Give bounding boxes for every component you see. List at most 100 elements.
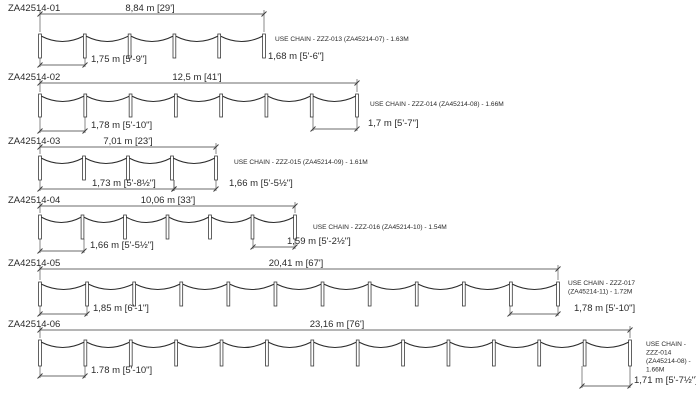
stanchion-post xyxy=(174,93,178,118)
stanchion-post xyxy=(172,33,177,59)
chain-segment xyxy=(134,283,181,291)
total-length-label: 20,41 m [67'] xyxy=(269,258,324,269)
end-spacing-label: 1,59 m [5'-2½"] xyxy=(287,236,351,247)
stanchion-post xyxy=(165,214,170,240)
dimension-tick xyxy=(37,248,43,254)
stanchion-post xyxy=(628,339,632,367)
chain-segment xyxy=(403,341,448,349)
chain-segment xyxy=(221,95,266,103)
chain-segment xyxy=(539,341,584,349)
stanchion-post xyxy=(492,339,496,367)
chain-segment xyxy=(229,283,275,291)
stanchion-post xyxy=(38,155,42,181)
chain-segment xyxy=(125,216,167,224)
total-length-dimension: 23,16 m [76'] xyxy=(37,319,633,338)
dimension-tick xyxy=(555,311,561,317)
total-length-dimension: 8,84 m [29'] xyxy=(37,3,267,32)
chain-segment xyxy=(40,216,82,224)
chain-segment xyxy=(86,95,130,103)
dimension-tick xyxy=(354,126,360,132)
dimension-tick xyxy=(37,373,43,379)
stanchion-post xyxy=(174,339,178,367)
stanchion-post xyxy=(273,281,278,307)
stanchion-post xyxy=(401,339,405,367)
stanchion-post xyxy=(509,281,513,307)
dimension-tick xyxy=(579,383,585,389)
end-spacing-label: 1,68 m [5'-6"] xyxy=(268,51,324,62)
stanchion-post xyxy=(214,155,218,181)
dimension-tick xyxy=(37,186,43,192)
chain-note: USE CHAIN - ZZZ-013 (ZA45214-07) - 1.63M xyxy=(275,36,409,43)
chain-segment xyxy=(86,341,131,349)
dimension-tick xyxy=(310,126,316,132)
chain-segment xyxy=(219,35,264,43)
total-length-dimension: 7,01 m [23'] xyxy=(37,136,219,154)
spacing-dimension xyxy=(37,248,87,254)
spacing-dimension xyxy=(37,373,88,379)
total-length-label: 23,16 m [76'] xyxy=(310,319,365,330)
chain-segment xyxy=(130,35,174,43)
chain-note: 1.66M xyxy=(646,367,664,374)
chain-segment xyxy=(85,35,129,43)
stanchion-post xyxy=(537,339,542,367)
chain-note: USE CHAIN - ZZZ-017 xyxy=(568,280,635,287)
stanchion-post xyxy=(264,93,269,118)
stanchion-post xyxy=(38,93,42,118)
chain-segment xyxy=(267,341,312,349)
stanchion-post xyxy=(170,155,174,181)
product-code: ZA42514-01 xyxy=(8,3,60,14)
chain-segment xyxy=(176,95,221,103)
chain-note: USE CHAIN - xyxy=(646,341,686,348)
end-spacing-dimension xyxy=(579,383,633,389)
product-code: ZA42514-06 xyxy=(8,319,60,330)
stanchion-post xyxy=(556,281,560,307)
spacing-dimension xyxy=(37,128,88,134)
chain-segment xyxy=(323,283,369,291)
dimension-tick xyxy=(250,244,256,250)
chain-segment xyxy=(267,95,311,103)
total-length-label: 8,84 m [29'] xyxy=(125,3,174,14)
chain-segment xyxy=(172,157,216,165)
stanchion-post xyxy=(219,93,223,118)
end-spacing-label: 1,66 m [5'-5½"] xyxy=(229,178,293,189)
stanchion-post xyxy=(219,339,224,367)
chain-segment xyxy=(40,35,85,43)
chain-segment xyxy=(210,216,252,224)
dimension-tick xyxy=(37,128,43,134)
dimension-tick xyxy=(171,186,177,192)
stanchion-post xyxy=(83,339,88,367)
chain-segment xyxy=(370,283,416,291)
stanchion-post xyxy=(38,281,42,307)
stanchion-post xyxy=(123,214,127,240)
chain-note: (ZA45214-11) - 1.72M xyxy=(568,289,632,296)
chain-segment xyxy=(511,283,558,291)
total-length-label: 12,5 m [41'] xyxy=(172,72,221,83)
dimension-tick xyxy=(213,186,219,192)
chain-note: USE CHAIN - ZZZ-015 (ZA45214-09) - 1.61M xyxy=(234,159,368,166)
product-code: ZA42514-03 xyxy=(8,136,60,147)
chain-segment xyxy=(87,283,134,291)
chain-note: USE CHAIN - ZZZ-016 (ZA45214-10) - 1.54M xyxy=(313,224,447,231)
stanchion-post xyxy=(128,339,133,367)
chain-segment xyxy=(40,95,85,103)
stanchion-post xyxy=(414,281,419,307)
end-spacing-label: 1,78 m [5'-10"] xyxy=(574,303,635,314)
stanchion-post xyxy=(310,339,315,367)
chain-segment xyxy=(40,283,87,291)
chain-note: ZZZ-014 xyxy=(646,350,672,357)
stanchion-post xyxy=(355,339,360,367)
stanchion-post xyxy=(250,214,255,240)
chain-segment xyxy=(175,35,219,43)
stanchion-post xyxy=(582,339,587,367)
chain-segment xyxy=(417,283,464,291)
stanchion-post xyxy=(128,93,133,118)
product-code: ZA42514-02 xyxy=(8,72,60,83)
chain-segment xyxy=(40,341,85,349)
stanchion-post xyxy=(38,214,42,240)
spacing-label: 1.78 m [5'-10"] xyxy=(91,365,152,376)
